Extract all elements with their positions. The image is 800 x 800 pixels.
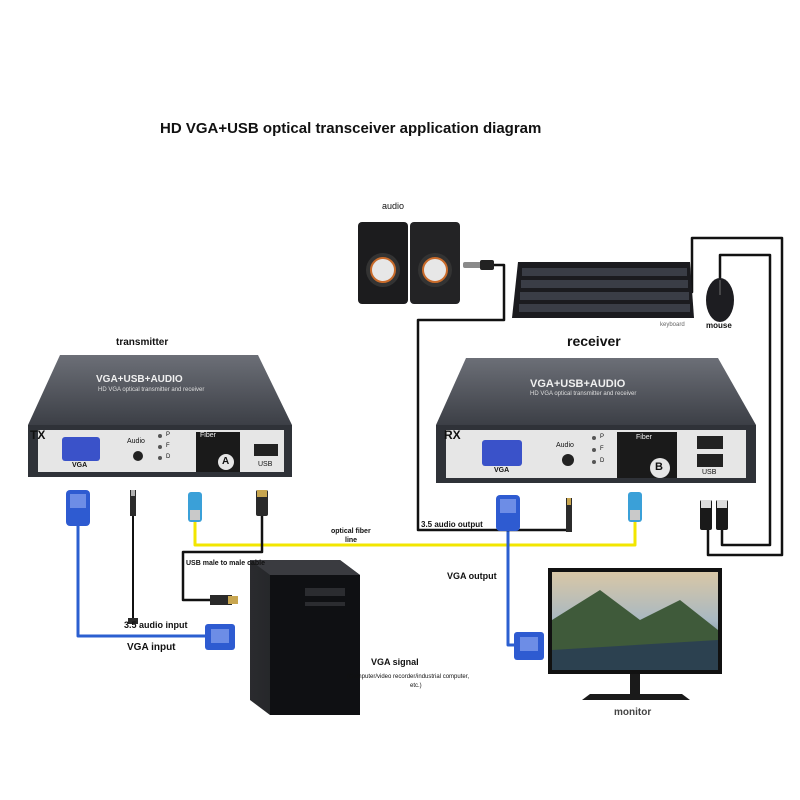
label-transmitter: transmitter <box>116 337 169 348</box>
rx-led-f: F <box>600 446 604 452</box>
monitor-device <box>514 568 722 700</box>
label-audio-output: 3.5 audio output <box>421 520 483 529</box>
tx-top-sub: HD VGA optical transmitter and receiver <box>98 387 205 393</box>
tx-led-f: F <box>166 443 170 449</box>
label-audio: audio <box>382 201 405 211</box>
rx-led-p: P <box>600 434 605 440</box>
pc-tower <box>128 560 360 715</box>
mouse-device <box>706 278 734 322</box>
tx-device <box>28 355 292 477</box>
keyboard-device <box>512 262 694 318</box>
rx-led-d: D <box>600 458 605 464</box>
rx-device <box>436 358 756 483</box>
label-optical-fiber-2: line <box>345 537 358 544</box>
diagram-title: HD VGA+USB optical transceiver applicati… <box>160 120 542 137</box>
tx-port-vga: VGA <box>72 462 88 469</box>
speakers <box>358 222 494 304</box>
audio-output-cable <box>416 263 570 532</box>
label-usb-cable: USB male to male cable <box>186 560 265 567</box>
tx-port-fiber: Fiber <box>200 432 216 439</box>
keyboard-cable <box>690 236 784 557</box>
rx-top-sub: HD VGA optical transmitter and receiver <box>530 391 637 397</box>
tx-port-audio: Audio <box>127 438 145 445</box>
tx-fiber-letter: A <box>222 456 230 467</box>
optical-fiber-line <box>193 518 637 547</box>
label-receiver: receiver <box>567 333 621 349</box>
rx-port-vga: VGA <box>494 467 510 474</box>
rx-badge: RX <box>444 428 461 442</box>
rx-fiber-letter: B <box>655 461 663 473</box>
tx-vga-cable <box>76 523 207 638</box>
label-vga-signal: VGA signal <box>371 657 419 667</box>
tx-led-d: D <box>166 454 171 460</box>
rx-port-usb: USB <box>702 469 717 476</box>
label-mouse: mouse <box>706 321 732 330</box>
label-vga-signal-note-1: (Computer/video recorder/industrial comp… <box>347 674 470 680</box>
rx-port-audio: Audio <box>556 442 574 449</box>
tx-connectors <box>66 490 268 526</box>
label-vga-signal-note-2: etc.) <box>410 683 422 689</box>
rx-top-label: VGA+USB+AUDIO <box>530 378 626 390</box>
cables <box>76 236 784 647</box>
rx-vga-cable <box>506 528 522 647</box>
label-audio-input: 3.5 audio input <box>124 620 188 630</box>
tx-led-p: P <box>166 432 171 438</box>
tx-port-usb: USB <box>258 461 273 468</box>
label-optical-fiber-1: optical fiber <box>331 528 371 535</box>
tx-top-label: VGA+USB+AUDIO <box>96 374 183 385</box>
label-monitor: monitor <box>614 707 652 718</box>
rx-port-fiber: Fiber <box>636 434 652 441</box>
tx-badge: TX <box>30 428 46 442</box>
rx-connectors <box>496 492 728 532</box>
label-vga-input: VGA input <box>127 642 176 653</box>
label-keyboard: keyboard <box>660 322 685 328</box>
label-vga-output: VGA output <box>447 571 497 581</box>
usb-cable <box>181 513 264 602</box>
mouse-cable <box>718 253 772 547</box>
